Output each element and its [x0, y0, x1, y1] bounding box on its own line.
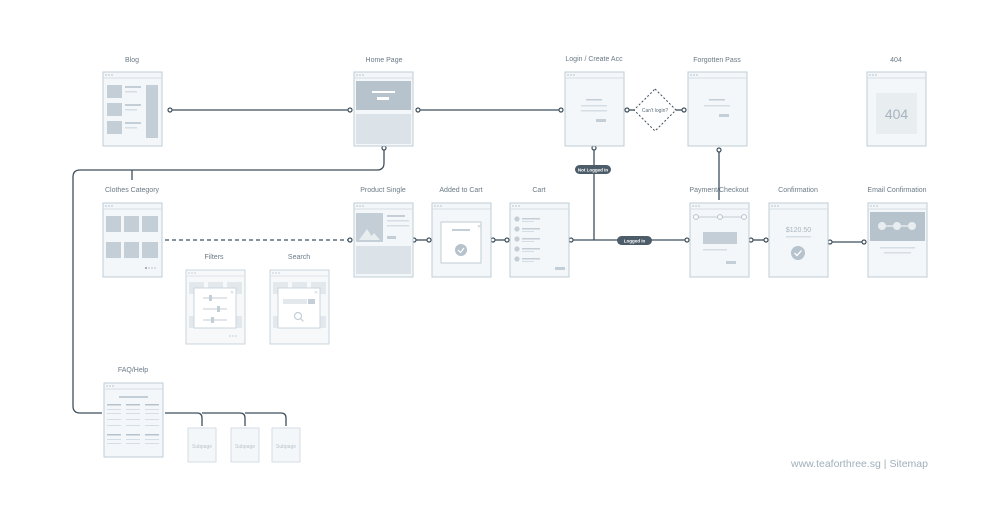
label-blog: Blog	[125, 57, 139, 64]
wireframe-home	[353, 71, 414, 147]
connector-dots	[167, 107, 867, 245]
decision-text: Can't login?	[642, 108, 668, 114]
connector-dot	[681, 107, 687, 113]
wireframe-cart	[509, 202, 570, 278]
wireframe-category	[102, 202, 163, 278]
decision-cant-login: Can't login?	[633, 88, 677, 132]
wireframe-blog	[102, 71, 163, 147]
wireframe-payment	[689, 202, 750, 278]
badge-logged-in: Logged In	[617, 236, 652, 245]
label-product: Product Single	[360, 187, 406, 194]
svg-text:✕: ✕	[230, 290, 234, 296]
connector-dot	[347, 237, 353, 243]
label-payment: Payment/Checkout	[689, 187, 748, 194]
connector-dot	[426, 237, 432, 243]
connector-home-branch	[72, 148, 385, 414]
connector-dot	[861, 239, 867, 245]
connector-dot	[415, 107, 421, 113]
connector-faq-subpages	[165, 412, 287, 426]
subpage-label: Subpage	[276, 444, 296, 450]
wireframe-subpage-1: Subpage	[187, 427, 217, 463]
confirmation-price: $120.50	[786, 227, 811, 234]
connector-dot	[558, 107, 564, 113]
label-faq: FAQ/Help	[118, 367, 148, 374]
page-labels: Blog Home Page Login / Create Acc Forgot…	[105, 56, 927, 374]
connector-dot	[716, 147, 722, 153]
connector-dot	[763, 237, 769, 243]
label-404: 404	[890, 57, 902, 64]
badge-logged-in-text: Logged In	[624, 239, 646, 244]
connector-dot	[347, 107, 353, 113]
subpage-label: Subpage	[235, 444, 255, 450]
wireframe-login	[564, 71, 625, 147]
svg-text:✕: ✕	[477, 224, 481, 230]
wireframe-subpage-3: Subpage	[271, 427, 301, 463]
wireframe-search: ✕	[269, 269, 330, 345]
svg-text:✕: ✕	[314, 290, 318, 296]
connector-dot	[381, 145, 387, 151]
wireframe-subpage-2: Subpage	[230, 427, 260, 463]
connector-dot	[748, 237, 754, 243]
connector-dot	[167, 107, 173, 113]
label-forgotten: Forgotten Pass	[693, 57, 741, 64]
subpage-label: Subpage	[192, 444, 212, 450]
connector-dot	[504, 237, 510, 243]
wireframe-filters: ✕	[185, 269, 246, 345]
label-cart: Cart	[532, 187, 545, 194]
connector-dot	[624, 107, 630, 113]
wireframe-confirmation: $120.50	[768, 202, 829, 278]
wireframe-forgotten	[687, 71, 748, 147]
footer-credit: www.teaforthree.sg | Sitemap	[791, 458, 928, 470]
connector-dot	[568, 237, 574, 243]
connectors	[72, 109, 864, 426]
connector-dot	[490, 237, 496, 243]
label-login: Login / Create Acc	[565, 56, 623, 63]
label-category: Clothes Category	[105, 187, 160, 194]
wireframe-added: ✕	[431, 202, 492, 278]
wireframe-faq	[103, 382, 164, 458]
connector-dot	[827, 239, 833, 245]
notfound-text: 404	[885, 106, 909, 122]
label-added: Added to Cart	[439, 187, 482, 194]
label-filters: Filters	[204, 254, 224, 261]
connector-dot	[684, 237, 690, 243]
badge-not-logged-in: Not Logged In	[575, 165, 611, 174]
label-search: Search	[288, 254, 310, 261]
badge-not-logged-in-text: Not Logged In	[578, 168, 608, 173]
connector-dot	[591, 145, 597, 151]
label-confirmation: Confirmation	[778, 187, 818, 194]
label-email: Email Confirmation	[867, 187, 926, 194]
wireframe-email	[867, 202, 928, 278]
wireframe-product	[353, 202, 414, 278]
label-home: Home Page	[366, 57, 403, 64]
wireframe-404: 404	[866, 71, 927, 147]
